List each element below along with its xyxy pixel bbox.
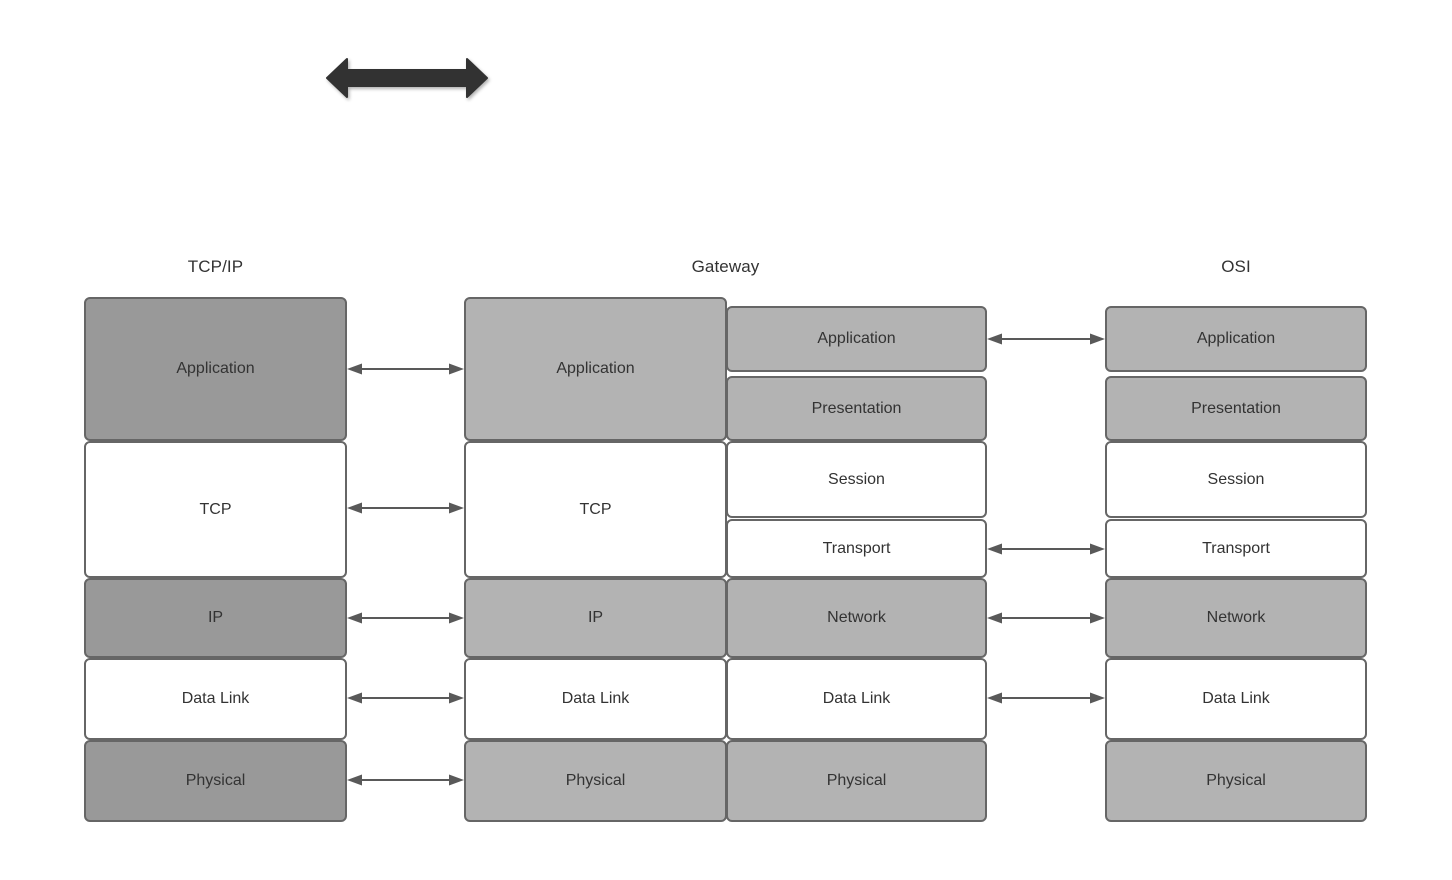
- osi-layer-data-link[interactable]: Data Link: [1105, 658, 1367, 740]
- tcpip-layer-ip[interactable]: IP: [84, 578, 347, 658]
- connector-tcpip-application-gateway-application: [347, 362, 464, 376]
- column-caption-gateway: Gateway: [691, 257, 760, 276]
- gateway-left-layer-data-link[interactable]: Data Link: [464, 658, 727, 740]
- osi-layer-session[interactable]: Session: [1105, 441, 1367, 518]
- gateway-right-layer-network[interactable]: Network: [726, 578, 987, 658]
- connector-gateway-data-link-osi-data-link: [987, 691, 1105, 705]
- tcpip-layer-physical[interactable]: Physical: [84, 740, 347, 822]
- connector-tcpip-data-link-gateway-data-link: [347, 691, 464, 705]
- osi-layer-transport[interactable]: Transport: [1105, 519, 1367, 578]
- connector-tcpip-tcp-gateway-tcp: [347, 501, 464, 515]
- bidirectional-arrow: [320, 52, 494, 108]
- tcpip-layer-tcp[interactable]: TCP: [84, 441, 347, 578]
- connector-gateway-network-osi-network: [987, 611, 1105, 625]
- column-caption-osi: OSI: [1221, 257, 1251, 276]
- osi-layer-presentation[interactable]: Presentation: [1105, 376, 1367, 441]
- tcpip-layer-data-link[interactable]: Data Link: [84, 658, 347, 740]
- connector-gateway-transport-osi-transport: [987, 542, 1105, 556]
- gateway-right-layer-data-link[interactable]: Data Link: [726, 658, 987, 740]
- tcpip-layer-application[interactable]: Application: [84, 297, 347, 441]
- gateway-right-layer-session[interactable]: Session: [726, 441, 987, 518]
- gateway-right-layer-application[interactable]: Application: [726, 306, 987, 372]
- osi-layer-physical[interactable]: Physical: [1105, 740, 1367, 822]
- column-caption-tcpip: TCP/IP: [187, 257, 244, 276]
- connector-tcpip-physical-gateway-physical: [347, 773, 464, 787]
- gateway-left-layer-ip[interactable]: IP: [464, 578, 727, 658]
- connector-gateway-application-osi-application: [987, 332, 1105, 346]
- gateway-left-layer-physical[interactable]: Physical: [464, 740, 727, 822]
- gateway-left-layer-tcp[interactable]: TCP: [464, 441, 727, 578]
- gateway-right-layer-presentation[interactable]: Presentation: [726, 376, 987, 441]
- gateway-left-layer-application[interactable]: Application: [464, 297, 727, 441]
- gateway-right-layer-transport[interactable]: Transport: [726, 519, 987, 578]
- osi-layer-application[interactable]: Application: [1105, 306, 1367, 372]
- osi-layer-network[interactable]: Network: [1105, 578, 1367, 658]
- gateway-right-layer-physical[interactable]: Physical: [726, 740, 987, 822]
- connector-tcpip-ip-gateway-ip: [347, 611, 464, 625]
